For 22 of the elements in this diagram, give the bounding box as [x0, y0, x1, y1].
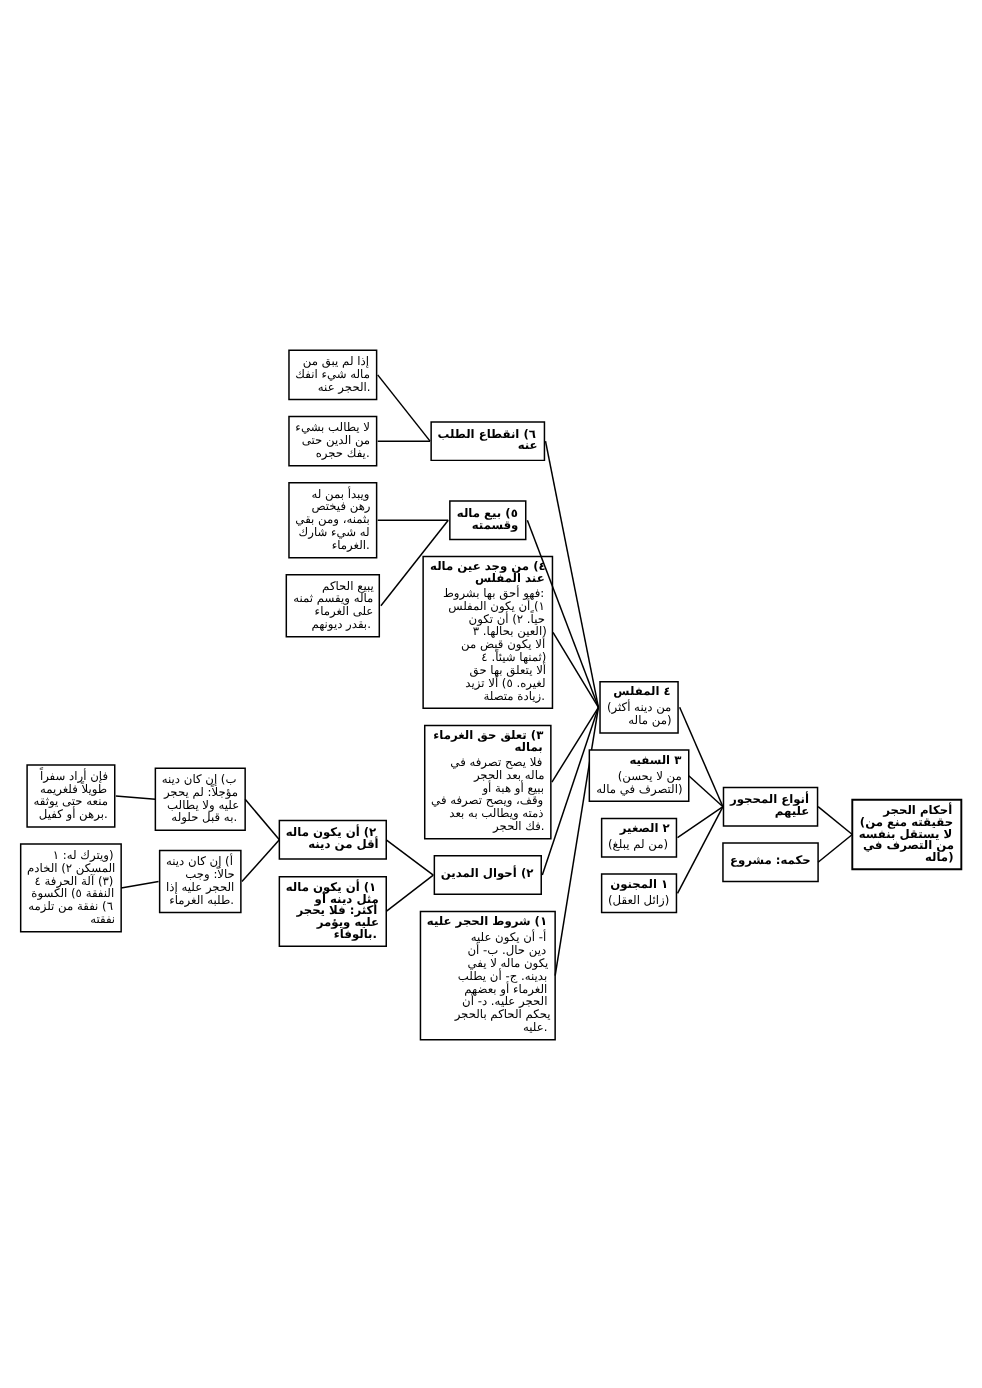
- connector: [376, 439, 431, 441]
- connector: [551, 705, 600, 782]
- connector: [115, 794, 157, 799]
- connector: [526, 518, 600, 708]
- connector: [676, 804, 724, 838]
- connector: [544, 439, 600, 708]
- connector: [244, 797, 281, 840]
- connector: [678, 705, 724, 807]
- connector: [380, 518, 449, 606]
- connector: [385, 838, 435, 875]
- connector: [241, 838, 281, 882]
- connector: [376, 518, 449, 520]
- connector: [817, 832, 854, 863]
- connector: [552, 630, 600, 708]
- connector: [376, 373, 431, 441]
- connector: [817, 804, 854, 835]
- connector: [688, 773, 724, 807]
- connector: [120, 879, 160, 888]
- connector: [676, 804, 724, 894]
- connector: [385, 873, 435, 912]
- connector: [541, 705, 600, 875]
- connector: [554, 705, 600, 976]
